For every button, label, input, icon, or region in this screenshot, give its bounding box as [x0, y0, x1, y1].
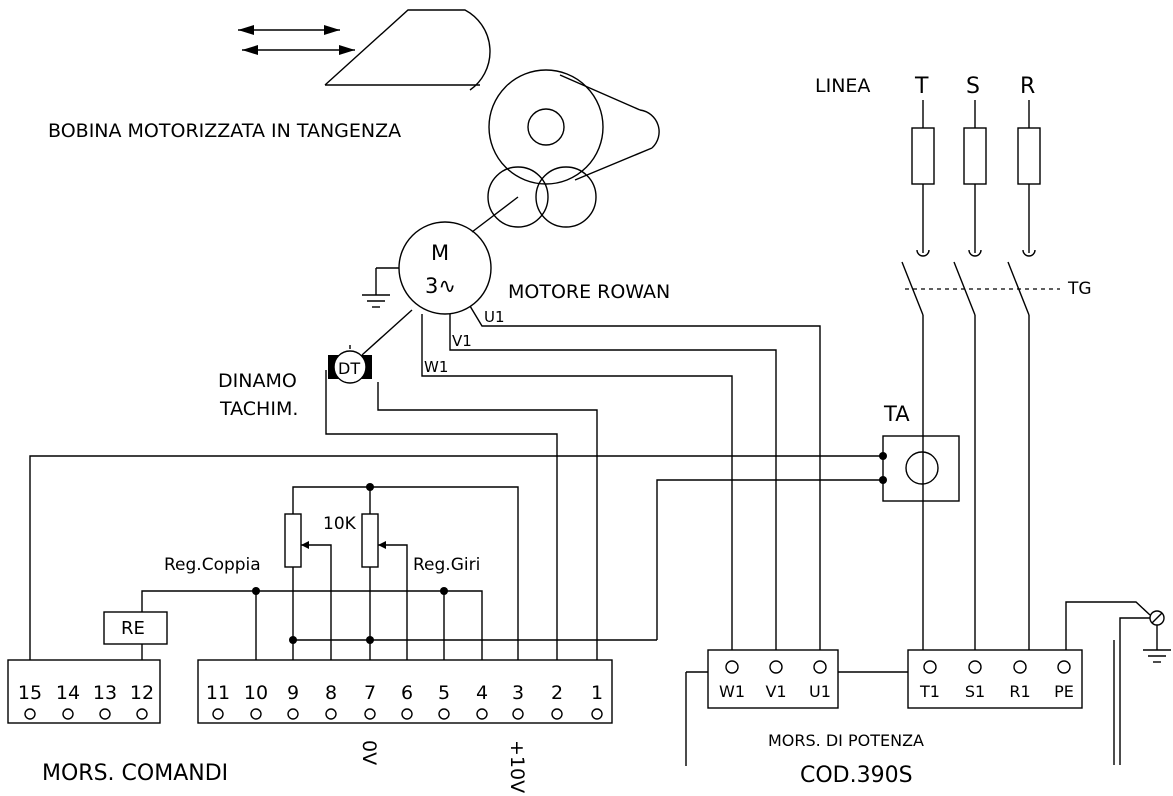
line-terminals: T1 S1 R1 PE [919, 660, 1074, 701]
command-block-label: MORS. COMANDI [42, 761, 228, 786]
potentiometer-wiring [141, 483, 657, 660]
phase-t-label: T [914, 74, 929, 99]
terminal-number: 3 [512, 682, 524, 704]
terminal-number: 9 [287, 682, 299, 704]
terminal-number: 10 [244, 682, 268, 704]
dynamo-symbol [328, 345, 372, 384]
relay-re-label: RE [121, 618, 145, 639]
plus-10v-label: +10V [506, 740, 528, 793]
motor-terminal-block [707, 649, 839, 709]
terminal-screw [512, 708, 524, 720]
terminal-screw [212, 708, 224, 720]
motor-symbol [398, 221, 492, 315]
terminal-number: 2 [551, 682, 563, 704]
motor-phase-label: 3∿ [425, 274, 456, 298]
lead-v1-label: V1 [452, 332, 472, 350]
speed-reg-label: Reg.Giri [413, 555, 480, 575]
terminal-number: 14 [56, 682, 80, 704]
terminal-label: R1 [1009, 682, 1030, 701]
terminal-label: W1 [719, 682, 745, 701]
terminal-screw [476, 708, 488, 720]
pot-value-label: 10K [323, 514, 357, 534]
terminal-label: PE [1054, 682, 1074, 701]
terminal-label: S1 [965, 682, 985, 701]
phase-r-label: R [1020, 74, 1035, 99]
dynamo-label-line2: TACHIM. [219, 398, 298, 420]
terminal-screw [551, 708, 563, 720]
terminal-number: 15 [18, 682, 42, 704]
terminal-screw [591, 708, 603, 720]
terminal-screw [99, 708, 111, 720]
command-terminals: 11 10 9 8 7 6 5 4 3 2 1 [206, 682, 603, 720]
power-block-code: COD.390S [800, 763, 913, 788]
direction-arrows [238, 25, 355, 55]
lead-w1-label: W1 [424, 358, 448, 376]
torque-pot-wiper [301, 541, 309, 549]
zero-volt-label: 0V [358, 740, 380, 765]
dynamo-label-line1: DINAMO [218, 370, 297, 392]
relay-terminals: 15 14 13 12 [18, 682, 154, 720]
terminal-screw [24, 708, 36, 720]
line-terminal-block [907, 649, 1083, 709]
current-transformer [882, 435, 960, 502]
terminal-screw [725, 660, 739, 674]
ta-wires [29, 452, 887, 660]
torque-reg-label: Reg.Coppia [164, 555, 261, 575]
dynamo-wires [325, 370, 598, 660]
power-block-label: MORS. DI POTENZA [768, 731, 924, 750]
speed-pot-wiper [378, 541, 386, 549]
motor-terminals: W1 V1 U1 [719, 660, 831, 701]
terminal-screw [1057, 660, 1071, 674]
phase-s-label: S [966, 74, 980, 99]
terminal-screw [1013, 660, 1027, 674]
ta-label: TA [883, 402, 910, 426]
terminal-screw [136, 708, 148, 720]
terminal-number: 12 [130, 682, 154, 704]
current-transformer-core [905, 451, 939, 485]
terminal-label: V1 [765, 682, 786, 701]
terminal-number: 4 [476, 682, 488, 704]
dynamo-shaft [361, 309, 413, 356]
reel-label: BOBINA MOTORIZZATA IN TANGENZA [48, 120, 401, 142]
relay-re [103, 611, 168, 645]
terminal-screw [287, 708, 299, 720]
switch-tg-label: TG [1067, 279, 1092, 299]
terminal-screw [364, 708, 376, 720]
motor-shaft [471, 196, 519, 233]
terminal-number: 1 [591, 682, 603, 704]
lead-u1-label: U1 [484, 308, 505, 326]
terminal-number: 13 [93, 682, 117, 704]
motor-ground-icon [362, 267, 399, 308]
terminal-label: U1 [809, 682, 831, 701]
terminal-number: 6 [401, 682, 413, 704]
terminal-screw [968, 660, 982, 674]
motor-name-label: MOTORE ROWAN [508, 281, 670, 303]
terminal-screw [250, 708, 262, 720]
terminal-screw [813, 660, 827, 674]
terminal-screw [325, 708, 337, 720]
paper-reel-drawing [324, 9, 660, 228]
terminal-screw [769, 660, 783, 674]
motor-leads [421, 305, 821, 660]
terminal-number: 8 [325, 682, 337, 704]
terminal-screw [401, 708, 413, 720]
supply-label: LINEA [815, 75, 870, 97]
terminal-number: 11 [206, 682, 230, 704]
terminal-label: T1 [919, 682, 940, 701]
supply-fuses [911, 100, 1041, 257]
terminal-screw [62, 708, 74, 720]
terminal-screw [923, 660, 937, 674]
terminal-number: 5 [438, 682, 450, 704]
protective-earth-icon [1065, 601, 1171, 765]
torque-potentiometer [284, 513, 302, 568]
terminal-screw [438, 708, 450, 720]
terminal-number: 7 [364, 682, 376, 704]
motor-m-label: M [431, 241, 449, 265]
dynamo-dt-label: DT [338, 359, 360, 378]
speed-potentiometer [361, 513, 379, 568]
